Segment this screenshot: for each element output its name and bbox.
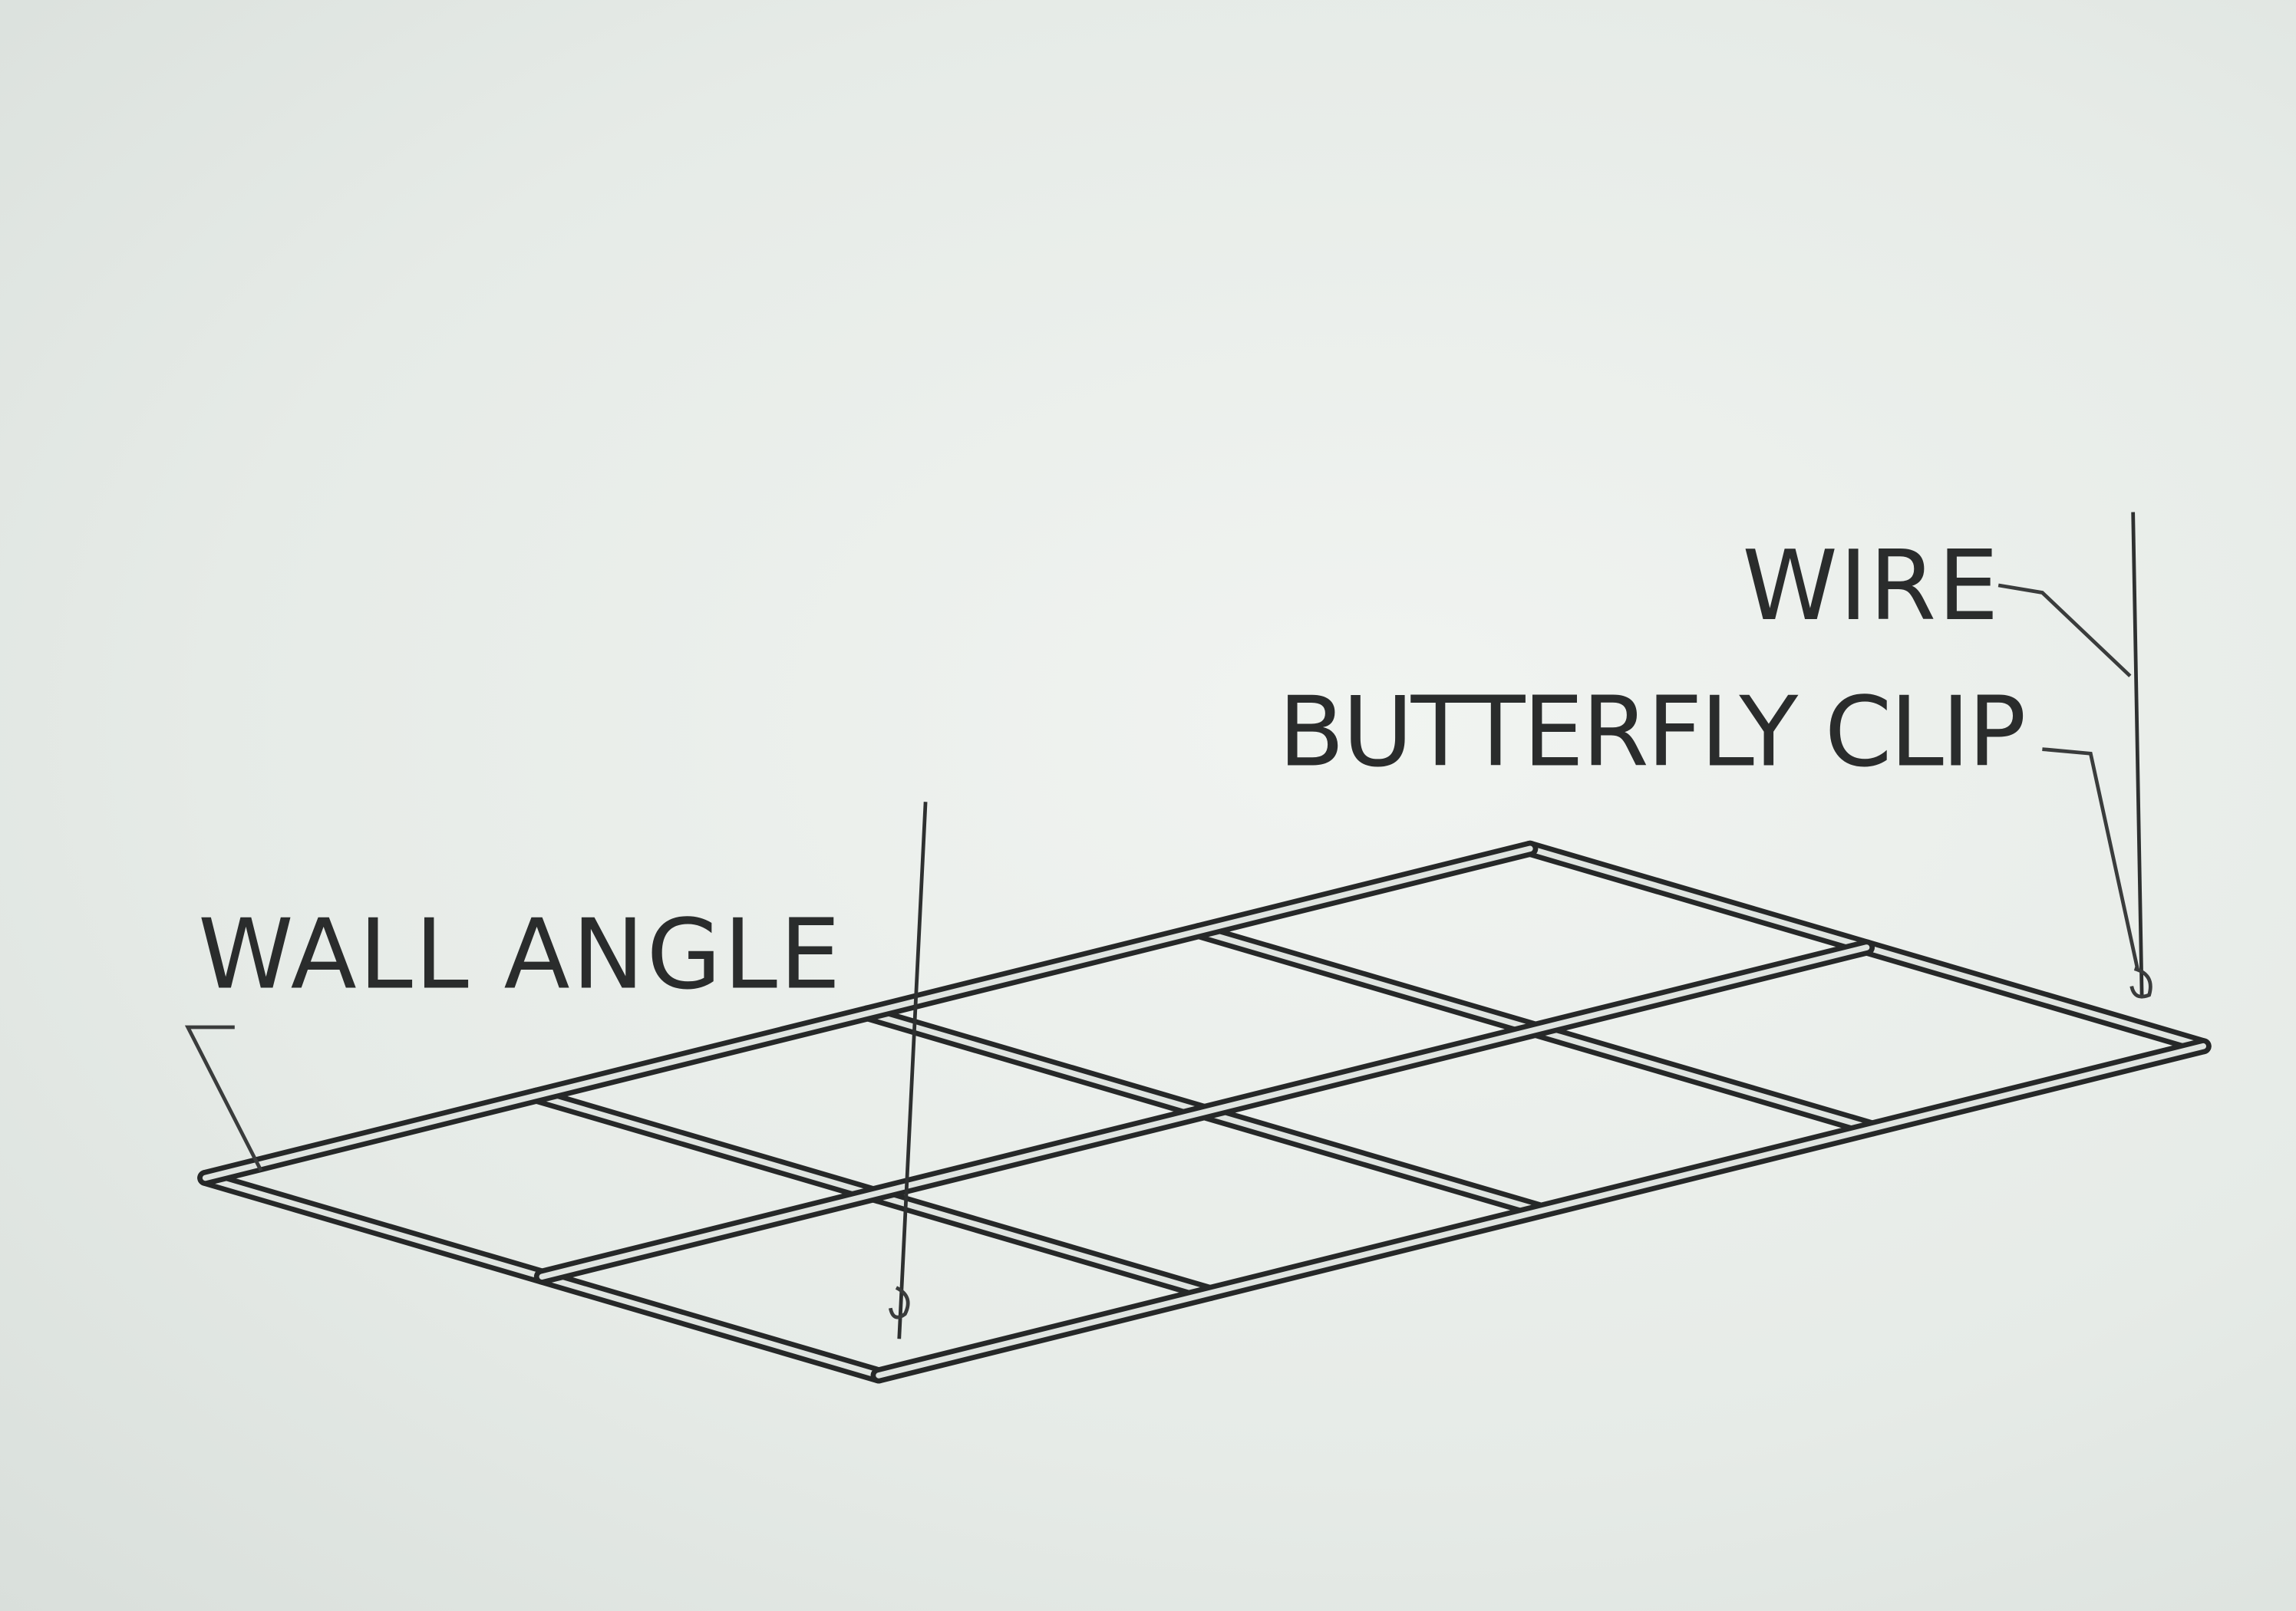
wall-angle	[202, 845, 1533, 1181]
label-butterfly-clip: BUTTERFLY CLIP	[1278, 676, 2028, 789]
wall-angle	[876, 1043, 2207, 1379]
leader-butterfly-clip	[2042, 747, 2139, 970]
ceiling-grid-frame	[197, 840, 2212, 1384]
suspension-wire-right	[2131, 512, 2144, 996]
leader-wire	[1997, 583, 2132, 677]
main-tee	[539, 944, 1870, 1280]
clip-right	[2129, 967, 2152, 999]
label-wire: WIRE	[1742, 529, 2000, 642]
suspension-wire-center	[897, 802, 928, 1339]
label-wall-angle: WALL ANGLE	[198, 898, 842, 1010]
leader-wall-angle	[184, 1025, 263, 1171]
clip-center	[888, 1286, 910, 1319]
